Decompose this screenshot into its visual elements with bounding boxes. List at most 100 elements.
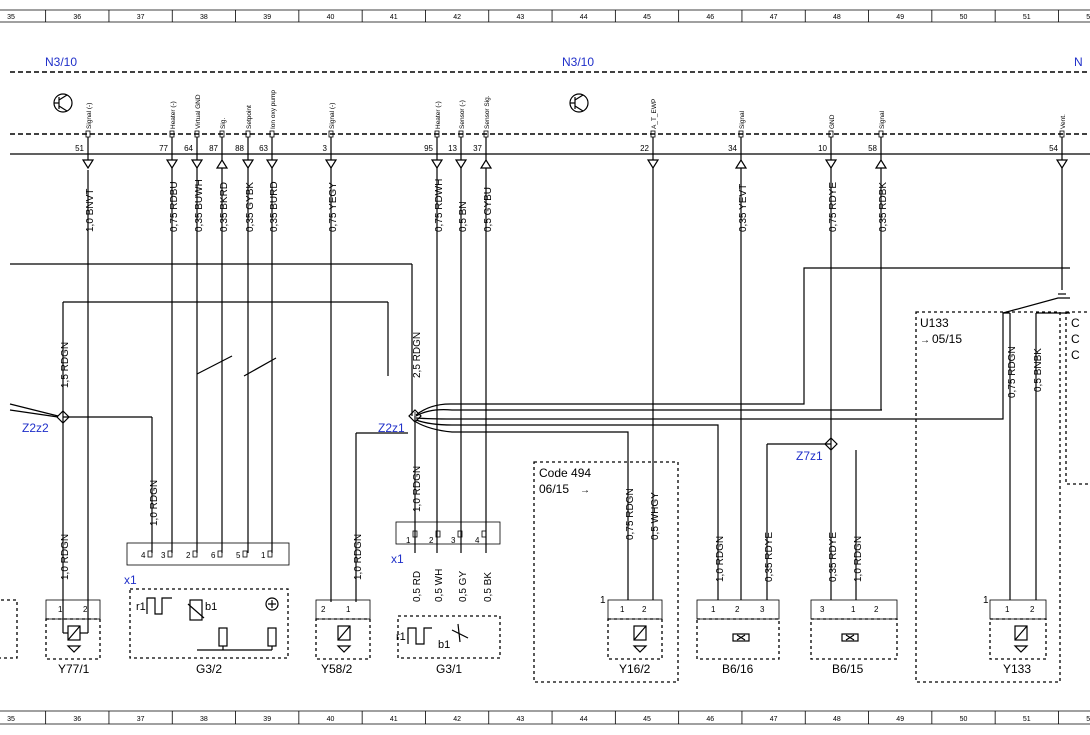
- pin-signal-name: Virtual GND: [195, 94, 202, 129]
- pin-number: 2: [321, 605, 326, 614]
- junction-label-z7z1: Z7z1: [796, 449, 823, 463]
- pin-number: 3: [760, 605, 765, 614]
- wire-label: 0,5 BK: [483, 572, 494, 602]
- pin-signal-name: Setpoint: [246, 105, 253, 129]
- arrow-down-icon: [324, 159, 338, 170]
- arrow-down-icon: [241, 159, 255, 170]
- pin-terminal: [267, 550, 273, 558]
- pin-number: 34: [728, 144, 737, 153]
- r1-label: r1: [396, 631, 406, 643]
- side-letter: C: [1071, 316, 1080, 330]
- component-label: B6/16: [722, 662, 754, 676]
- side-box: [1065, 311, 1090, 485]
- component-label: G3/1: [436, 662, 462, 676]
- r1-label: r1: [136, 601, 146, 613]
- u133-box: [915, 311, 1061, 683]
- pin-number: 5: [236, 551, 241, 560]
- pin-number: 1: [58, 605, 63, 614]
- junction-label-z2z2: Z2z2: [22, 421, 49, 435]
- pin-number: 3: [451, 536, 456, 545]
- pin-signal-name: Signal: [739, 110, 746, 129]
- junction-marker: [408, 409, 422, 423]
- code-label: Code 494: [539, 466, 591, 480]
- component-label: B6/15: [832, 662, 864, 676]
- ruler-column-label: 40: [327, 14, 335, 21]
- pin-number: 10: [818, 144, 827, 153]
- pin-number: 1: [406, 536, 411, 545]
- wire-label: 0,75 RDGN: [625, 488, 636, 540]
- pin-number: 22: [640, 144, 649, 153]
- wire-label: 0,5 WH: [434, 569, 445, 602]
- ruler-column-label: 45: [643, 716, 651, 723]
- pin-number: 1: [851, 605, 856, 614]
- wire-label: 1,0 RDGN: [149, 480, 160, 526]
- component-label: Y58/2: [321, 662, 353, 676]
- ruler-column-label: 52: [1086, 14, 1090, 21]
- bottom-ruler: 353637383940414243444546474849505152: [0, 710, 1090, 725]
- wire-label: 0,5 WHGY: [650, 492, 661, 540]
- component-y133: 1 1 2 Y133: [983, 595, 1047, 676]
- pin-signal-name: Heater (-): [435, 101, 442, 129]
- wire-label: 1,0 RDGN: [853, 536, 864, 582]
- ruler-column-label: 43: [517, 716, 525, 723]
- pin-number: 63: [259, 144, 268, 153]
- ruler-column-label: 42: [453, 716, 461, 723]
- b1-label: b1: [205, 601, 217, 613]
- ruler-column-label: 43: [517, 14, 525, 21]
- ruler-column-label: 48: [833, 716, 841, 723]
- pin-number: 58: [868, 144, 877, 153]
- pin-number: 77: [159, 144, 168, 153]
- ruler-column-label: 44: [580, 14, 588, 21]
- pin-marker: 1: [983, 595, 989, 606]
- ruler-column-label: 37: [137, 14, 145, 21]
- ruler-column-label: 49: [896, 716, 904, 723]
- wire-label: 0,35 RDYE: [764, 532, 775, 582]
- wire-label: 1,0 RDGN: [412, 466, 423, 512]
- wiring-lines: [9, 168, 1070, 602]
- pin-terminal: [412, 530, 418, 538]
- ruler-column-label: 50: [960, 716, 968, 723]
- pin-number: 4: [475, 536, 480, 545]
- junction-marker: [56, 410, 70, 424]
- pin-signal-name: GND: [829, 114, 836, 129]
- arrow-down-icon: [824, 159, 838, 170]
- ruler-column-label: 52: [1086, 716, 1090, 723]
- pin-terminal: [457, 530, 463, 538]
- pin-number: 2: [642, 605, 647, 614]
- pin-terminal: [242, 550, 248, 558]
- wire-label: 1,0 RDGN: [715, 536, 726, 582]
- ruler-column-label: 40: [327, 716, 335, 723]
- arrow-down-icon: [454, 159, 468, 170]
- ruler-column-label: 39: [263, 716, 271, 723]
- arrow-down-icon: [81, 159, 95, 170]
- pin-terminal: [167, 550, 173, 558]
- wire-label: 0,75 RDBU: [169, 181, 180, 232]
- ruler-column-label: 51: [1023, 14, 1031, 21]
- arrow-up-icon: [479, 158, 493, 169]
- ruler-column-label: 47: [770, 14, 778, 21]
- ruler-column-label: 49: [896, 14, 904, 21]
- connector-x1-label: x1: [391, 552, 404, 566]
- pin-terminal: [192, 550, 198, 558]
- arrow-down-icon: [1055, 159, 1069, 170]
- pin-terminal: [435, 530, 441, 538]
- pin-number: 2: [429, 536, 434, 545]
- connector-x1-label: x1: [124, 573, 137, 587]
- wire-label: 0,35 RDYE: [828, 532, 839, 582]
- arrow-down-icon: [165, 159, 179, 170]
- wire-label: 1,0 RDGN: [60, 534, 71, 580]
- component-label: Y133: [1003, 662, 1031, 676]
- wire-label: 0,75 RDYE: [828, 182, 839, 232]
- wire-label: 0,35 RDBK: [878, 182, 889, 232]
- side-letter: C: [1071, 348, 1080, 362]
- ruler-column-label: 46: [706, 716, 714, 723]
- u133-label: U133: [920, 316, 949, 330]
